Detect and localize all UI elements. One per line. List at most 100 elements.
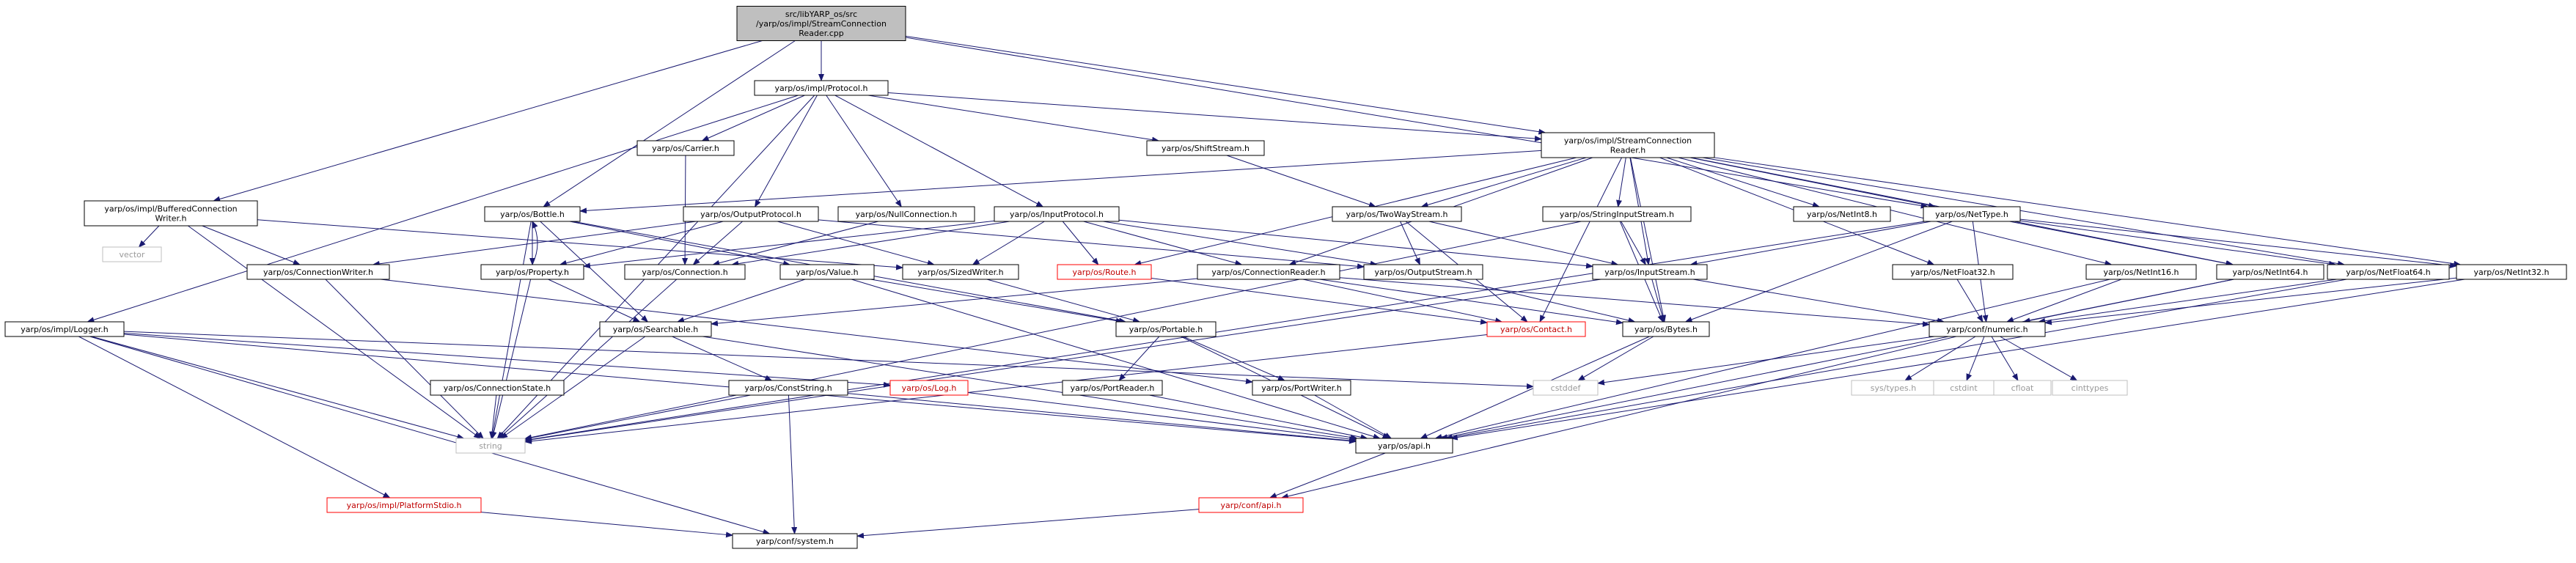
edge-logger-to-log: [123, 332, 891, 388]
edge-root-to-scr: [905, 35, 1546, 135]
node-label-connstate: yarp/os/ConnectionState.h: [444, 383, 551, 393]
node-log[interactable]: yarp/os/Log.h: [889, 380, 969, 396]
node-box-scr: [1541, 132, 1715, 158]
node-twowaystream[interactable]: yarp/os/TwoWayStream.h: [1332, 206, 1462, 222]
node-box-confsystem: [732, 533, 858, 549]
node-confapi[interactable]: yarp/conf/api.h: [1198, 497, 1304, 513]
edge-inputprotocol-to-outputstream: [1103, 221, 1378, 267]
node-label-vector: vector: [120, 250, 145, 260]
node-box-value: [779, 264, 875, 280]
edge-connreader-to-contact: [1302, 279, 1503, 324]
edge-portreader-to-osapi: [1149, 394, 1368, 441]
node-netfloat64[interactable]: yarp/os/NetFloat64.h: [2327, 264, 2450, 280]
node-inputprotocol[interactable]: yarp/os/InputProtocol.h: [994, 206, 1120, 222]
node-label-netfloat32: yarp/os/NetFloat32.h: [1910, 268, 1995, 277]
edge-sizedwriter-to-portable: [986, 279, 1141, 323]
node-box-nullconn: [837, 206, 975, 222]
edge-scr-to-bottle: [579, 150, 1542, 214]
node-sizedwriter[interactable]: yarp/os/SizedWriter.h: [902, 264, 1019, 280]
node-label-outputstream: yarp/os/OutputStream.h: [1374, 268, 1472, 277]
edge-conststring-to-confsystem: [788, 394, 798, 534]
node-stringinputstream[interactable]: yarp/os/StringInputStream.h: [1542, 206, 1692, 222]
node-box-sizedwriter: [902, 264, 1019, 280]
edge-logger-to-platformstdio: [78, 336, 391, 498]
node-carrier[interactable]: yarp/os/Carrier.h: [636, 140, 735, 156]
node-netfloat32[interactable]: yarp/os/NetFloat32.h: [1892, 264, 2014, 280]
edge-scr-to-contact: [1539, 157, 1622, 323]
edge-netfloat32-to-confnumeric: [1956, 279, 1984, 323]
node-box-connstate: [430, 380, 565, 396]
node-connreader[interactable]: yarp/os/ConnectionReader.h: [1197, 264, 1340, 280]
node-bottle[interactable]: yarp/os/Bottle.h: [484, 206, 581, 222]
edge-portable-to-portwriter: [1182, 336, 1285, 381]
node-netint64[interactable]: yarp/os/NetInt64.h: [2216, 264, 2324, 280]
node-outputstream[interactable]: yarp/os/OutputStream.h: [1363, 264, 1483, 280]
node-box-nettype: [1923, 206, 2021, 222]
edge-protocol-to-carrier: [701, 95, 805, 141]
node-inputstream[interactable]: yarp/os/InputStream.h: [1592, 264, 1708, 280]
node-portable[interactable]: yarp/os/Portable.h: [1115, 321, 1217, 337]
edge-confnumeric-to-cinttypes: [2000, 336, 2078, 381]
node-label-connreader: yarp/os/ConnectionReader.h: [1211, 268, 1325, 277]
edge-outputprotocol-to-sizedwriter: [777, 221, 935, 266]
node-box-netint8: [1793, 206, 1891, 222]
node-connwriter[interactable]: yarp/os/ConnectionWriter.h: [246, 264, 390, 280]
node-nettype[interactable]: yarp/os/NetType.h: [1923, 206, 2021, 222]
node-osapi[interactable]: yarp/os/api.h: [1355, 438, 1453, 454]
node-box-protocol: [754, 80, 889, 96]
node-bytes[interactable]: yarp/os/Bytes.h: [1622, 321, 1710, 337]
node-netint16[interactable]: yarp/os/NetInt16.h: [2085, 264, 2197, 280]
node-conststring[interactable]: yarp/os/ConstString.h: [728, 380, 848, 396]
node-label-log: yarp/os/Log.h: [902, 383, 957, 393]
node-searchable[interactable]: yarp/os/Searchable.h: [599, 321, 712, 337]
node-platformstdio[interactable]: yarp/os/impl/PlatformStdio.h: [326, 497, 482, 513]
edge-connection-to-string: [498, 279, 678, 439]
node-label-bytes: yarp/os/Bytes.h: [1634, 325, 1698, 334]
edge-connreader-to-searchable: [711, 278, 1198, 327]
node-connstate[interactable]: yarp/os/ConnectionState.h: [430, 380, 565, 396]
node-label-value: yarp/os/Value.h: [796, 268, 858, 277]
edge-scr-to-bytes: [1630, 157, 1667, 323]
node-vector: vector: [102, 246, 162, 262]
edge-netint16-to-confnumeric: [2006, 279, 2122, 323]
node-box-bufwriter: [84, 200, 258, 227]
node-property[interactable]: yarp/os/Property.h: [480, 264, 584, 280]
node-label-netint64: yarp/os/NetInt64.h: [2233, 268, 2308, 277]
node-connection[interactable]: yarp/os/Connection.h: [624, 264, 746, 280]
edge-confapi-to-confsystem: [856, 509, 1200, 539]
node-netint8[interactable]: yarp/os/NetInt8.h: [1793, 206, 1891, 222]
edge-conststring-to-osapi: [847, 393, 1357, 444]
edge-outputstream-to-bytes: [1454, 279, 1636, 323]
node-box-cfloat: [1993, 380, 2052, 396]
edge-protocol-to-scr: [887, 92, 1542, 141]
node-route[interactable]: yarp/os/Route.h: [1057, 264, 1152, 280]
node-protocol[interactable]: yarp/os/impl/Protocol.h: [754, 80, 889, 96]
node-box-netint16: [2085, 264, 2197, 280]
edge-nettype-to-netint32: [2019, 218, 2457, 268]
node-label-nettype: yarp/os/NetType.h: [1935, 210, 2008, 219]
node-cstdint: cstdint: [1933, 380, 1995, 396]
node-confnumeric[interactable]: yarp/conf/numeric.h: [1929, 321, 2046, 337]
node-nullconn[interactable]: yarp/os/NullConnection.h: [837, 206, 975, 222]
edge-outputprotocol-to-connection: [692, 221, 743, 265]
node-value[interactable]: yarp/os/Value.h: [779, 264, 875, 280]
node-shiftstream[interactable]: yarp/os/ShiftStream.h: [1146, 140, 1265, 156]
edge-nettype-to-string: [524, 221, 1926, 443]
node-portwriter[interactable]: yarp/os/PortWriter.h: [1252, 380, 1351, 396]
node-outputprotocol[interactable]: yarp/os/OutputProtocol.h: [683, 206, 819, 222]
node-label-root: Reader.cpp: [799, 29, 843, 38]
node-portreader[interactable]: yarp/os/PortReader.h: [1062, 380, 1163, 396]
node-netint32[interactable]: yarp/os/NetInt32.h: [2456, 264, 2567, 280]
node-box-log: [889, 380, 969, 396]
node-confsystem[interactable]: yarp/conf/system.h: [732, 533, 858, 549]
edge-logger-to-confsystem: [89, 336, 771, 535]
node-logger[interactable]: yarp/os/impl/Logger.h: [4, 321, 125, 337]
node-box-root: [736, 6, 906, 41]
edge-inputprotocol-to-connreader: [1083, 221, 1243, 266]
edge-property-to-string: [491, 279, 532, 439]
node-label-inputstream: yarp/os/InputStream.h: [1604, 268, 1695, 277]
node-label-netint16: yarp/os/NetInt16.h: [2104, 268, 2179, 277]
node-contact[interactable]: yarp/os/Contact.h: [1486, 321, 1586, 337]
